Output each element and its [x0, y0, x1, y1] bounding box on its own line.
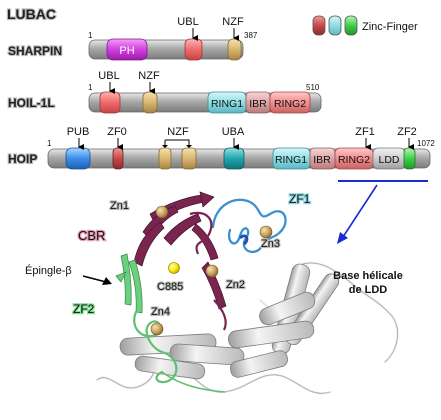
hoil-track: HOIL-1L 1 510 RING1 IBR RING2 UBL NZF — [7, 70, 322, 114]
hairpin-ribbons — [115, 253, 143, 314]
sharpin-end: 387 — [244, 31, 258, 40]
hoip-ldd-label: LDD — [378, 154, 399, 166]
helix-7 — [134, 355, 206, 380]
sharpin-nzf-domain — [227, 38, 242, 61]
hoip-zf2-marker: ZF2 — [397, 126, 417, 138]
zinc-finger-legend: Zinc-Finger — [312, 15, 418, 36]
hoil-ubl-domain — [99, 91, 121, 114]
sharpin-name: SHARPIN — [8, 44, 62, 58]
sharpin-ubl-domain — [184, 38, 203, 61]
sharpin-ubl-marker: UBL — [177, 16, 198, 28]
hoil-ring2-domain — [269, 91, 311, 114]
hoip-pub-domain — [65, 147, 91, 170]
hoil-end: 510 — [306, 83, 320, 92]
zinc-sphere-zn4 — [150, 322, 164, 336]
helix-3 — [259, 291, 316, 326]
label-zn1: Zn1 — [110, 200, 129, 212]
label-zf1: ZF1 — [289, 192, 311, 206]
sharpin-nzf-marker: NZF — [222, 16, 244, 28]
zf2-coil — [133, 310, 178, 384]
hoip-zf0-marker: ZF0 — [107, 126, 127, 138]
hoil-start: 1 — [88, 83, 93, 92]
hoip-pub-marker: PUB — [67, 126, 90, 138]
ldd-helices — [119, 263, 340, 380]
zinc-sphere-zn1 — [155, 205, 169, 219]
label-ldd-base-1: Base hélicale — [333, 270, 403, 282]
hoip-uba-domain — [223, 147, 245, 170]
hoil-ubl-marker: UBL — [98, 70, 119, 82]
figure-title: LUBAC — [7, 6, 56, 22]
hoil-nzf-marker: NZF — [138, 70, 160, 82]
label-zf2: ZF2 — [73, 302, 95, 316]
sharpin-ph-domain — [106, 38, 148, 61]
legend-swatch-red — [312, 15, 326, 36]
hoip-zf2-domain — [403, 147, 416, 170]
hoil-ring1-label: RING1 — [211, 98, 243, 110]
legend-swatch-cyan — [328, 15, 342, 36]
label-zn2: Zn2 — [226, 279, 245, 291]
label-hairpin: Épingle-β — [25, 264, 72, 277]
hoil-name: HOIL-1L — [8, 96, 55, 110]
legend-label: Zinc-Finger — [362, 21, 418, 33]
hoip-end: 1072 — [417, 139, 435, 148]
label-cbr: CBR — [78, 228, 105, 243]
hoip-nzf1-domain — [158, 147, 172, 170]
label-zn3: Zn3 — [261, 238, 280, 250]
sharpin-start: 1 — [88, 31, 93, 40]
zoom-indicator — [337, 180, 428, 244]
zinc-sphere-zn2 — [205, 264, 219, 278]
hoip-ibr-label: IBR — [313, 154, 331, 166]
structure-view: Zn1 Zn2 Zn3 Zn4 C885 ZF1 ZF2 CBR Épingle… — [25, 191, 403, 395]
hoip-ring1-label: RING1 — [275, 154, 307, 166]
hoip-track: HOIP 1 1072 RING1 IBR RING2 LDD PUB ZF0 … — [7, 126, 435, 170]
sharpin-ph-label: PH — [119, 45, 134, 57]
hoip-ring2-label: RING2 — [338, 154, 370, 166]
helix-8 — [230, 350, 288, 378]
zf1-coil — [211, 198, 287, 254]
hoip-zf1-marker: ZF1 — [355, 126, 375, 138]
hoip-uba-marker: UBA — [222, 126, 245, 138]
hoil-nzf-domain — [142, 91, 158, 114]
hoil-ibr-label: IBR — [249, 98, 267, 110]
hoip-nzf2-domain — [181, 147, 197, 170]
hoil-ring2-label: RING2 — [274, 98, 306, 110]
legend-swatch-green — [344, 15, 358, 36]
hoip-name: HOIP — [8, 152, 37, 166]
hoip-start: 1 — [47, 139, 52, 148]
helix-6 — [169, 343, 245, 366]
c885-sphere — [168, 262, 180, 274]
label-zn4: Zn4 — [151, 306, 170, 318]
hoip-zf0-domain — [112, 147, 124, 170]
hoip-nzf-marker: NZF — [167, 126, 189, 138]
label-ldd-base-2: de LDD — [349, 284, 388, 296]
helix-4 — [227, 320, 315, 349]
zinc-sphere-zn3 — [259, 225, 273, 239]
sharpin-track: SHARPIN 1 387 PH UBL NZF — [7, 16, 258, 61]
label-c885: C885 — [157, 281, 183, 293]
